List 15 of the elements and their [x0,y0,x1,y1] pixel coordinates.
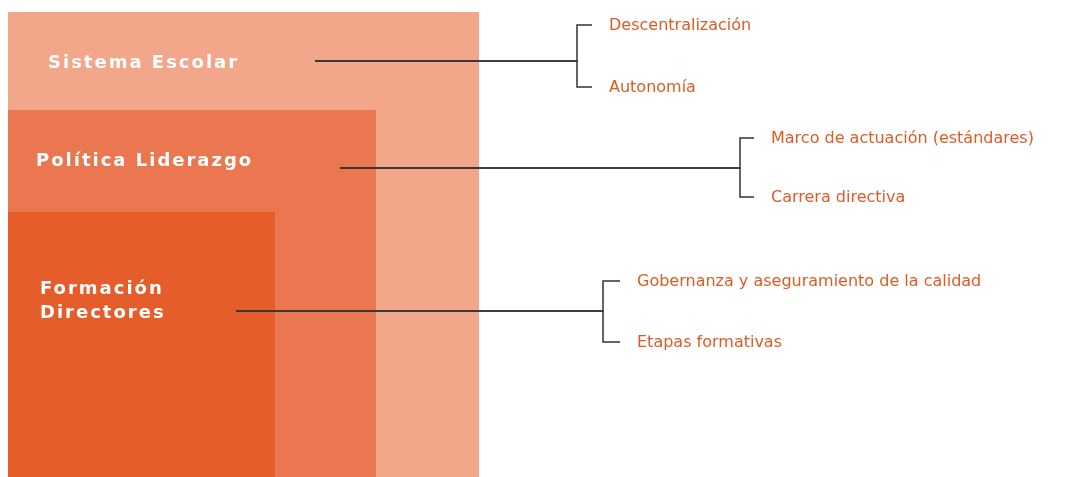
box-title: Política Liderazgo [36,148,255,172]
nested-square [8,212,275,477]
box-title: Formación Directores [40,276,167,324]
topic-label: Etapas formativas [637,332,782,352]
bracket-connector [235,310,621,343]
topic-label: Autonomía [609,77,696,97]
bracket-connector [339,167,755,198]
topic-label: Descentralización [609,15,752,35]
nested-square [8,110,376,477]
bracket-connector [314,60,593,88]
box-title: Sistema Escolar [48,50,241,74]
topic-label: Carrera directiva [771,187,906,207]
nested-square [8,12,479,477]
topic-label: Marco de actuación (estándares) [771,128,1034,148]
topic-label: Gobernanza y aseguramiento de la calidad [637,271,982,291]
